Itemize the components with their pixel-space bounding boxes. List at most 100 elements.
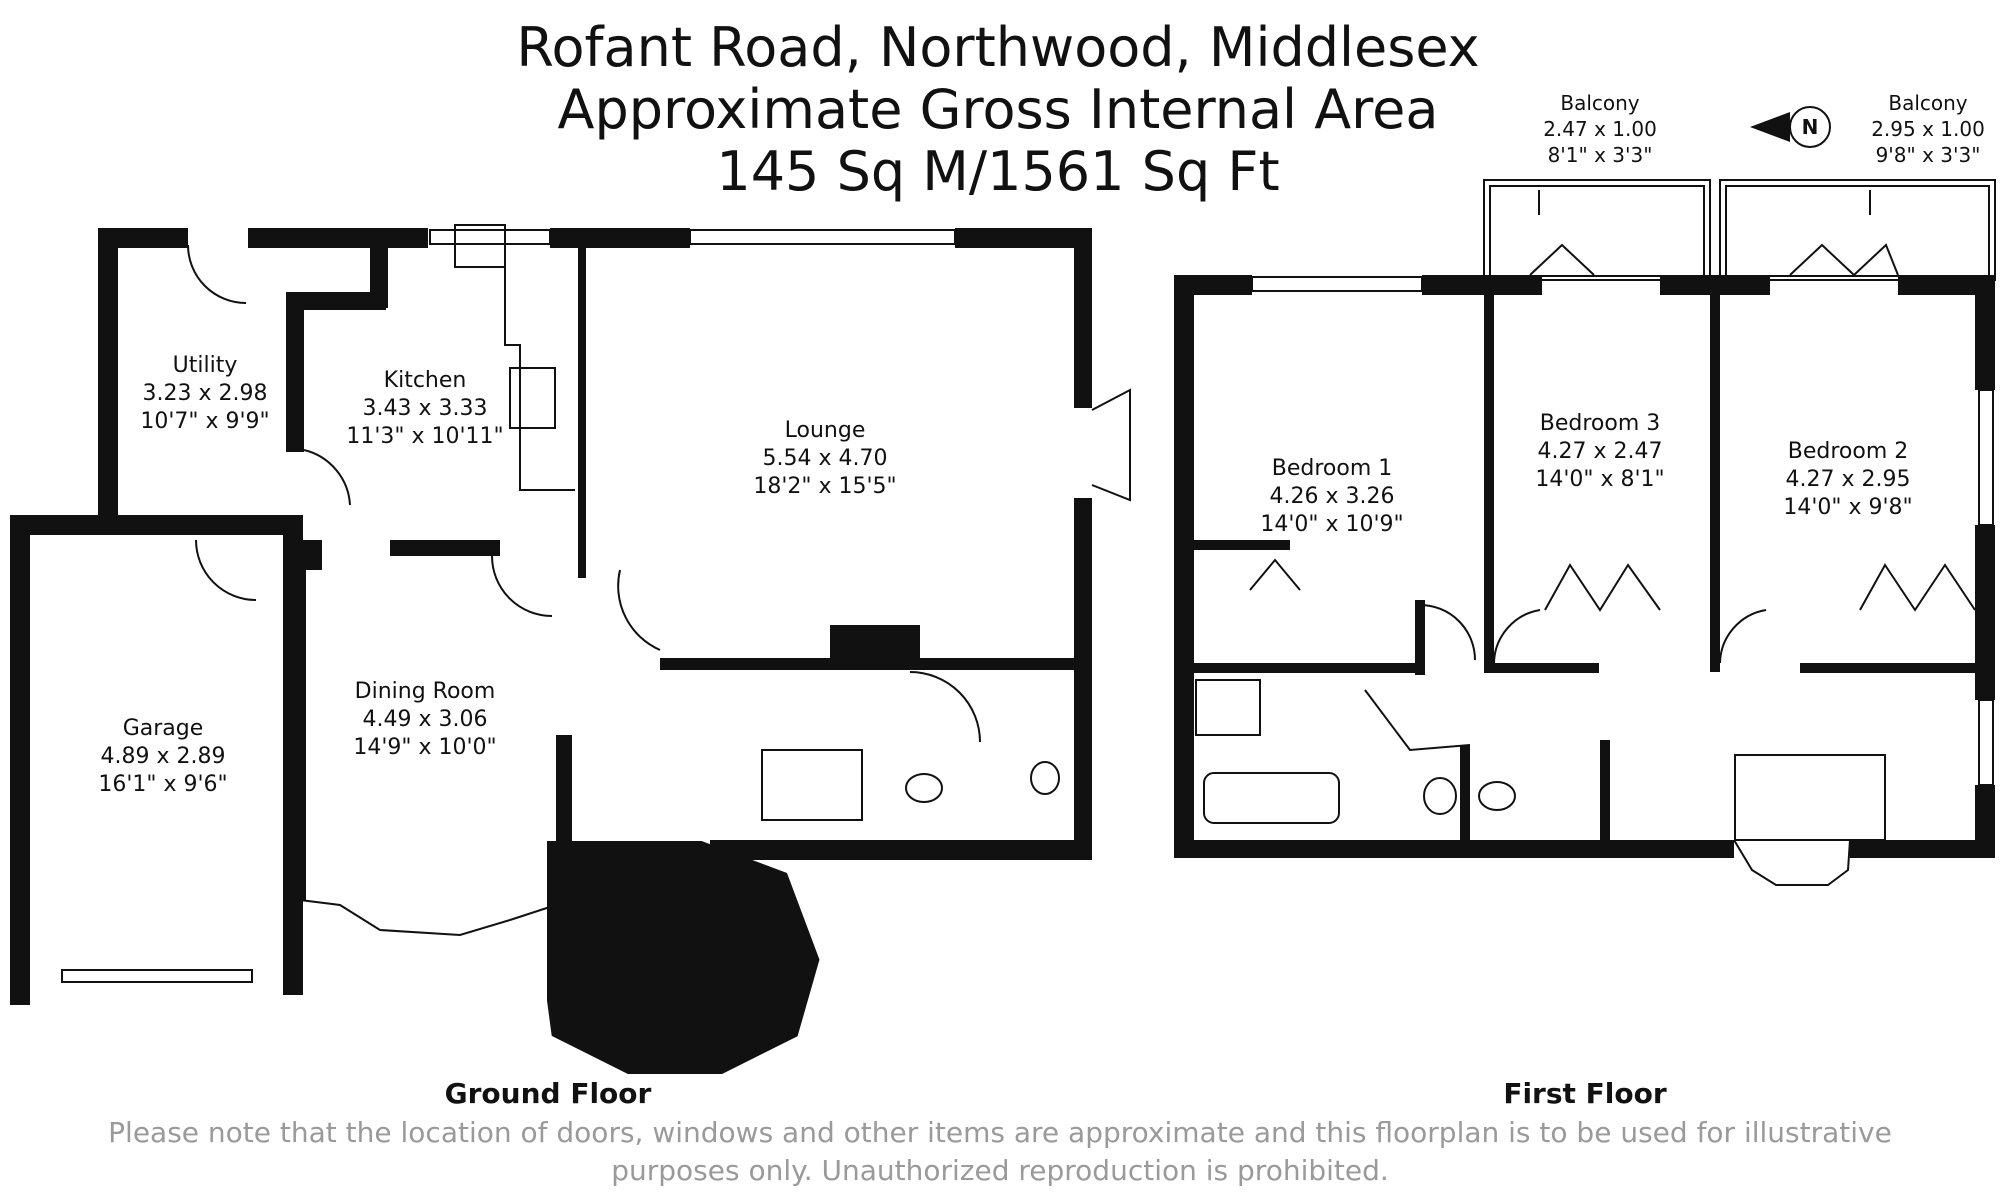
wall [390, 540, 500, 556]
room-size-imperial: 10'7" x 9'9" [140, 409, 269, 434]
balcony-size-metric: 2.95 x 1.00 [1871, 117, 1985, 141]
title-address: Rofant Road, Northwood, Middlesex [516, 16, 1479, 79]
room-name: Dining Room [355, 679, 496, 704]
entrance-bay [547, 841, 820, 1074]
door-swing [1419, 604, 1476, 661]
room-size-imperial: 18'2" x 15'5" [753, 474, 896, 499]
fireplace [830, 625, 920, 660]
basin [1423, 777, 1457, 815]
room-size-metric: 4.27 x 2.47 [1538, 439, 1663, 464]
wall [710, 840, 1092, 860]
room-size-metric: 4.26 x 3.26 [1270, 484, 1395, 509]
bathtub [1203, 772, 1340, 824]
wall [1190, 663, 1420, 673]
room-size-metric: 4.49 x 3.06 [363, 707, 488, 732]
wall [1484, 292, 1494, 672]
ground-floor-labels: Utility 3.23 x 2.98 10'7" x 9'9" Kitchen… [98, 353, 896, 1110]
north-arrow-icon [1750, 112, 1790, 142]
balcony-outline [1719, 179, 1996, 281]
wall [955, 228, 1092, 248]
room-name: Lounge [785, 418, 866, 443]
room-name: Garage [123, 716, 204, 741]
ground-floor-plan [10, 224, 1131, 1074]
wall [1975, 525, 1995, 700]
balcony-2: Balcony 2.95 x 1.00 9'8" x 3'3" [1871, 91, 1985, 167]
door-swing [1719, 609, 1767, 664]
wall [1975, 785, 1995, 858]
room-size-imperial: 14'0" x 8'1" [1535, 467, 1664, 492]
balcony-name: Balcony [1560, 91, 1639, 115]
shower [1195, 679, 1261, 736]
sink [454, 224, 506, 268]
wall [1710, 292, 1720, 672]
window [1978, 389, 1994, 526]
room-utility: Utility 3.23 x 2.98 10'7" x 9'9" [140, 353, 269, 434]
room-name: Bedroom 1 [1272, 456, 1393, 481]
room-bedroom-3: Bedroom 3 4.27 x 2.47 14'0" x 8'1" [1535, 411, 1664, 492]
kitchen-worktop [504, 248, 575, 491]
wc [1478, 781, 1516, 811]
wall [10, 515, 30, 1005]
wall [1850, 840, 1995, 858]
door-swing [195, 539, 257, 601]
wall [10, 515, 300, 535]
title-area-value: 145 Sq M/1561 Sq Ft [716, 140, 1279, 203]
door-swing [303, 449, 351, 506]
balcony-1: Balcony 2.47 x 1.00 8'1" x 3'3" [1543, 91, 1657, 167]
first-floor-labels: Bedroom 1 4.26 x 3.26 14'0" x 10'9" Bedr… [1260, 91, 1984, 1110]
balcony-size-imperial: 9'8" x 3'3" [1876, 143, 1981, 167]
wall [1800, 663, 1980, 673]
balcony-door [1789, 243, 1899, 277]
room-bedroom-1: Bedroom 1 4.26 x 3.26 14'0" x 10'9" [1260, 456, 1403, 537]
wall [98, 228, 118, 528]
hob [509, 367, 556, 429]
door-swing [909, 671, 981, 743]
compass-letter: N [1802, 115, 1819, 139]
room-size-imperial: 14'0" x 10'9" [1260, 512, 1403, 537]
room-size-metric: 3.43 x 3.33 [363, 396, 488, 421]
bay-window [1733, 839, 1851, 886]
wall [286, 292, 386, 310]
room-dining: Dining Room 4.49 x 3.06 14'9" x 10'0" [353, 679, 496, 760]
garage-door [61, 969, 253, 983]
wall [1190, 540, 1290, 550]
balcony-name: Balcony [1888, 91, 1967, 115]
room-size-imperial: 14'0" x 9'8" [1783, 495, 1912, 520]
room-lounge: Lounge 5.54 x 4.70 18'2" x 15'5" [753, 418, 896, 499]
window [1251, 276, 1423, 292]
wardrobe-doors [1249, 558, 1301, 591]
room-size-imperial: 11'3" x 10'11" [346, 424, 503, 449]
wall [370, 228, 388, 308]
staircase [1734, 754, 1886, 841]
room-size-metric: 4.27 x 2.95 [1786, 467, 1911, 492]
wall [1174, 840, 1734, 858]
room-name: Bedroom 2 [1788, 439, 1909, 464]
window [689, 229, 956, 245]
balcony-size-metric: 2.47 x 1.00 [1543, 117, 1657, 141]
door-swing [1364, 689, 1471, 752]
disclaimer: Please note that the location of doors, … [108, 1116, 1892, 1187]
wall [550, 228, 690, 248]
balcony-outline [1483, 179, 1711, 281]
balcony-outline [1725, 185, 1990, 277]
wall [98, 228, 188, 248]
wardrobe-doors [1859, 563, 1976, 612]
disclaimer-line-2: purposes only. Unauthorized reproduction… [611, 1154, 1389, 1187]
room-bedroom-2: Bedroom 2 4.27 x 2.95 14'0" x 9'8" [1783, 439, 1912, 520]
wall [578, 248, 586, 578]
wall [1415, 600, 1425, 675]
wall [1600, 740, 1610, 845]
bay-window [299, 899, 557, 937]
wall [290, 560, 306, 900]
wall [1422, 275, 1542, 295]
balcony-size-imperial: 8'1" x 3'3" [1548, 143, 1653, 167]
room-size-metric: 4.89 x 2.89 [101, 744, 226, 769]
basin [1030, 761, 1060, 795]
room-size-metric: 3.23 x 2.98 [143, 381, 268, 406]
staircase [761, 749, 863, 821]
plan-title: Rofant Road, Northwood, Middlesex Approx… [516, 16, 1479, 203]
door-swing [187, 244, 247, 304]
door-swing [617, 569, 661, 651]
window [429, 229, 551, 245]
